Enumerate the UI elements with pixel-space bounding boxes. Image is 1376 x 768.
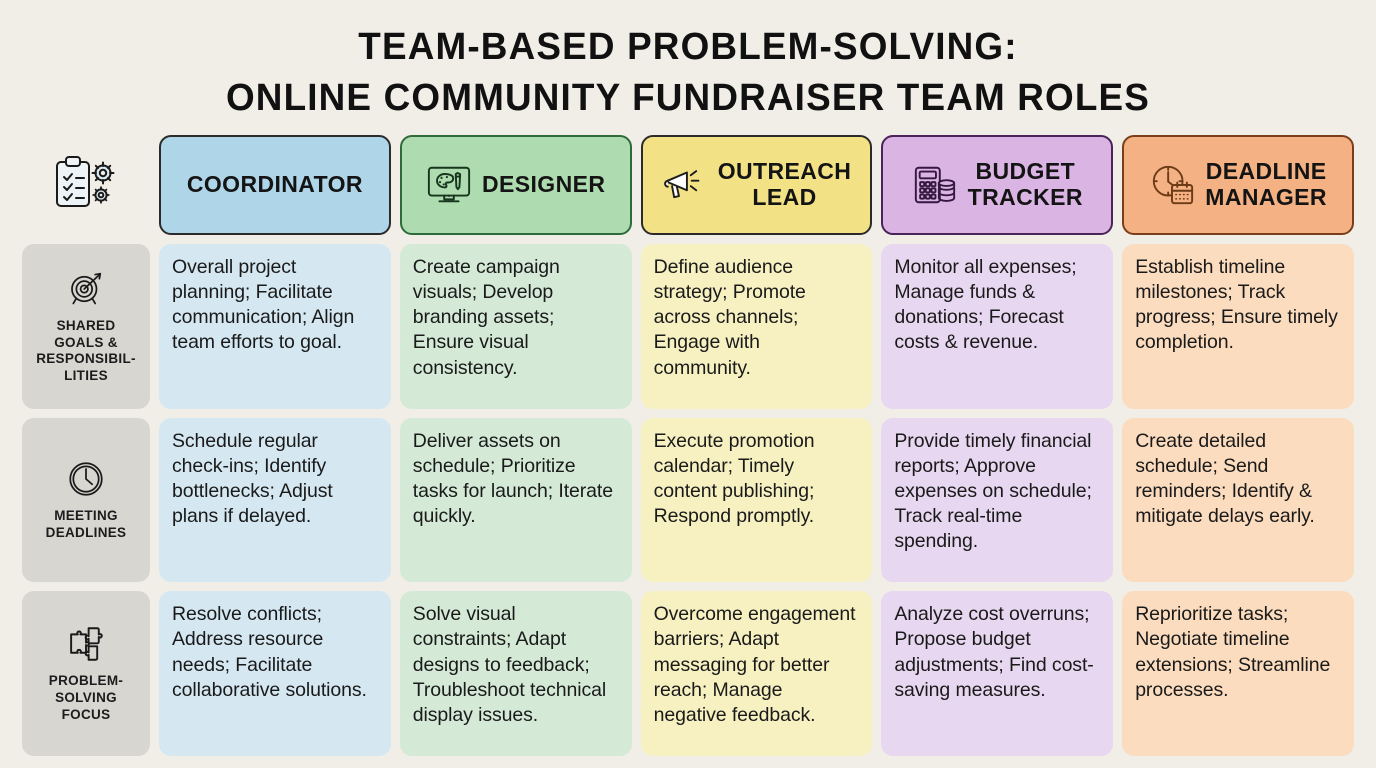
column-header-label: OUTREACH LEAD [717,158,852,211]
matrix-cell: Monitor all expenses; Manage funds & don… [881,244,1114,409]
column-header-coordinator[interactable]: COORDINATOR [159,135,391,236]
matrix-cell: Provide timely financial reports; Approv… [881,417,1114,583]
matrix-cell: Reprioritize tasks; Negotiate timeline e… [1122,591,1354,756]
column-header-outreach-lead[interactable]: OUTREACH LEAD [640,135,873,236]
cell-text: Define audience strategy; Promote across… [653,256,806,379]
matrix-cell: Create detailed schedule; Send reminders… [1122,417,1354,583]
cell-text: Overall project planning; Facilitate com… [172,256,355,354]
column-header-label: COORDINATOR [186,171,363,198]
cell-text: Create campaign visuals; Develop brandin… [412,256,560,379]
column-header-designer[interactable]: DESIGNER [399,135,632,236]
cell-text: Analyze cost overruns; Propose budget ad… [894,603,1094,701]
column-header-label: DEADLINE MANAGER [1205,158,1327,211]
matrix-cell: Overcome engagement barriers; Adapt mess… [640,591,873,756]
cell-text: Deliver assets on schedule; Prioritize t… [412,429,613,528]
title-line-2: ONLINE COMMUNITY FUNDRAISER TEAM ROLES [225,76,1151,119]
roles-matrix: COORDINATOR DESIGNER [18,135,1358,756]
puzzle-pieces-icon [65,623,107,665]
matrix-cell: Define audience strategy; Promote across… [640,244,873,409]
column-header-label: BUDGET TRACKER [967,158,1083,211]
column-header-label: DESIGNER [482,171,606,198]
matrix-cell: Overall project planning; Facilitate com… [159,244,391,409]
row-header-shared-goals[interactable]: SHARED GOALS & RESPONSIBIL- LITIES [22,244,150,409]
row-header-problem-solving-focus[interactable]: PROBLEM- SOLVING FOCUS [22,591,150,756]
cell-text: Monitor all expenses; Manage funds & don… [894,256,1077,354]
matrix-cell: Resolve conflicts; Address resource need… [159,591,391,756]
page-title: TEAM-BASED PROBLEM-SOLVING: ONLINE COMMU… [18,22,1358,123]
clock-icon [65,458,107,500]
clock-calendar-icon [1149,162,1195,208]
cell-text: Schedule regular check-ins; Identify bot… [172,429,333,528]
row-header-meeting-deadlines[interactable]: MEETING DEADLINES [22,417,150,583]
cell-text: Reprioritize tasks; Negotiate timeline e… [1135,603,1331,701]
cell-text: Resolve conflicts; Address resource need… [172,603,367,701]
cell-text: Solve visual constraints; Adapt designs … [412,603,607,726]
target-arrow-icon [65,268,107,310]
cell-text: Create detailed schedule; Send reminders… [1135,429,1315,528]
column-header-budget-tracker[interactable]: BUDGET TRACKER [881,135,1114,236]
matrix-cell: Execute promotion calendar; Timely conte… [640,417,873,583]
matrix-cell: Solve visual constraints; Adapt designs … [399,591,632,756]
calculator-coins-icon [912,162,958,208]
megaphone-icon [662,162,708,208]
matrix-cell: Schedule regular check-ins; Identify bot… [159,417,391,583]
row-header-label: SHARED GOALS & RESPONSIBIL- LITIES [36,317,136,384]
cell-text: Establish timeline milestones; Track pro… [1135,256,1338,354]
column-header-deadline-manager[interactable]: DEADLINE MANAGER [1122,135,1354,236]
matrix-cell: Analyze cost overruns; Propose budget ad… [881,591,1114,756]
cell-text: Overcome engagement barriers; Adapt mess… [653,603,856,726]
cell-text: Provide timely financial reports; Approv… [894,429,1092,553]
matrix-cell: Establish timeline milestones; Track pro… [1122,244,1354,409]
row-header-label: PROBLEM- SOLVING FOCUS [48,673,124,723]
cell-text: Execute promotion calendar; Timely conte… [653,429,815,528]
monitor-palette-icon [426,162,472,208]
row-header-label: MEETING DEADLINES [45,508,127,541]
title-line-1: TEAM-BASED PROBLEM-SOLVING: [358,26,1018,68]
matrix-corner-cell [22,135,150,235]
matrix-cell: Deliver assets on schedule; Prioritize t… [399,417,632,583]
clipboard-checklist-gears-icon [53,154,119,217]
matrix-cell: Create campaign visuals; Develop brandin… [399,244,632,409]
